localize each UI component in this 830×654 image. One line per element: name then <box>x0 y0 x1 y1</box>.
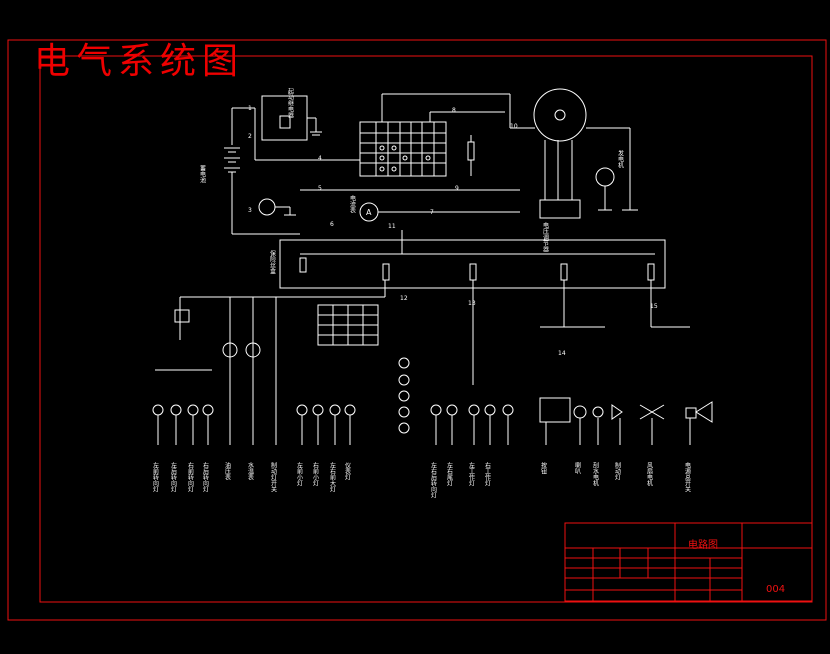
drawing-name: 电路图 <box>688 538 718 551</box>
wire-number-label: 14 <box>558 350 566 357</box>
wire-number-label: 11 <box>388 223 396 230</box>
page-title: 电气系统图 <box>34 41 244 82</box>
wire-number-label: 5 <box>318 185 322 192</box>
fan-symbol <box>639 404 665 420</box>
bottom-label: 按钮 <box>540 461 547 475</box>
outer-frame <box>7 39 827 621</box>
bottom-label: 右工作灯 <box>484 461 491 487</box>
regulator <box>539 199 581 219</box>
resistor <box>467 141 475 161</box>
component-label-regulator: 电压调节器 <box>542 221 549 253</box>
bottom-label: 左后转向灯 <box>170 461 177 493</box>
starter-motor <box>258 198 276 216</box>
ground-lines <box>157 385 691 445</box>
wire-number-label: 3 <box>248 207 252 214</box>
wire-number-label: 13 <box>468 300 476 307</box>
bottom-label: 制动灯 <box>614 461 621 481</box>
wire-number-label: 9 <box>455 185 459 192</box>
bottom-label: 电源总开关 <box>684 461 691 493</box>
component-label-starter-relay: 起动继电器 <box>287 87 294 119</box>
starter-relay <box>261 95 308 141</box>
bottom-label: 仪表灯 <box>344 462 351 481</box>
bottom-label: 水温表 <box>247 461 254 481</box>
bottom-label: 制动灯开关 <box>270 461 277 493</box>
bottom-label: 刮水电机 <box>592 461 599 487</box>
wire-number-label: 12 <box>400 295 408 302</box>
bottom-label: 油压表 <box>224 461 231 481</box>
bottom-label: 左前转向灯 <box>152 461 159 493</box>
wire-number-label: 7 <box>430 209 434 216</box>
bottom-label: 左工作灯 <box>468 461 475 487</box>
wire-number-label: 2 <box>248 133 252 140</box>
bottom-label: 左右前大灯 <box>329 461 336 493</box>
indicator-lamp <box>595 167 615 187</box>
wire-number-label: 1 <box>248 105 252 112</box>
wire-number-label: 4 <box>318 155 322 162</box>
horn-symbol <box>611 404 623 420</box>
bottom-label: 右后转向灯 <box>202 461 209 493</box>
bottom-label: 风扇电机 <box>646 462 653 487</box>
bottom-label: 右前转向灯 <box>187 461 194 493</box>
title-block <box>564 522 813 602</box>
bottom-label: 喇叭 <box>574 461 581 475</box>
generator <box>533 88 587 142</box>
ignition-switch-table <box>359 121 447 177</box>
lamp-row <box>152 357 604 434</box>
wire-number-label: 8 <box>452 107 456 114</box>
bottom-label: 左右后转向灯 <box>430 461 437 499</box>
inner-frame <box>39 55 813 603</box>
bottom-label: 左前小灯 <box>296 461 303 487</box>
horn-button-box <box>539 397 571 423</box>
wire-number-label: 15 <box>650 303 658 310</box>
drawing-number: 004 <box>766 584 785 595</box>
wire-number-label: 6 <box>330 221 334 228</box>
svg-text:A: A <box>366 208 372 217</box>
wire-number-label: 10 <box>510 123 518 130</box>
bottom-label: 右前小灯 <box>312 461 319 487</box>
component-label-ammeter: 电流表 <box>349 194 356 214</box>
battery-symbol <box>224 108 240 234</box>
component-label-battery: 蓄电池 <box>199 164 206 183</box>
component-label-generator: 发电机 <box>617 149 624 169</box>
light-switch-table <box>317 304 379 346</box>
component-label-fuse-box: 保险丝盒 <box>269 249 276 274</box>
bottom-label: 左右尾灯 <box>446 461 453 487</box>
